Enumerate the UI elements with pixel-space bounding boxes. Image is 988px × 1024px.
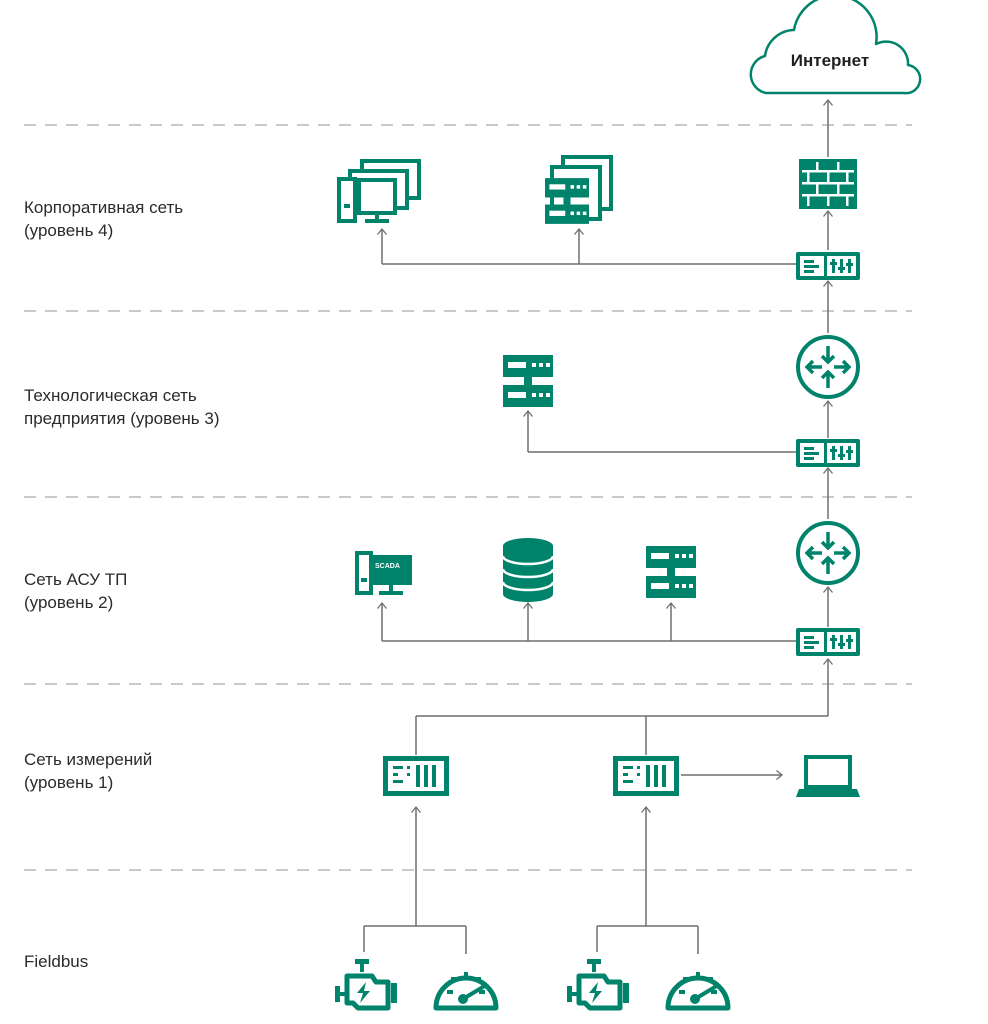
level-label-ics: Сеть АСУ ТП (уровень 2)	[24, 568, 127, 614]
scada-workstation-icon: SCADA	[355, 551, 412, 595]
level-label-line: (уровень 1)	[24, 773, 114, 792]
cloud-label: Интернет	[791, 51, 869, 70]
level-label-corporate: Корпоративная сеть (уровень 4)	[24, 196, 183, 242]
switch-icon-level4	[796, 252, 860, 280]
scada-label: SCADA	[375, 563, 400, 570]
server-icon-level3	[503, 355, 553, 407]
switch-icon-level2	[796, 628, 860, 656]
database-icon	[501, 538, 555, 602]
level-label-line: Корпоративная сеть	[24, 198, 184, 217]
level-label-measurement: Сеть измерений (уровень 1)	[24, 748, 152, 794]
plc-controller-icon	[383, 756, 449, 796]
firewall-icon	[799, 159, 857, 209]
workstations-icon	[337, 159, 421, 223]
router-icon-level3	[796, 335, 860, 399]
laptop-icon	[796, 755, 860, 797]
connections	[363, 98, 834, 954]
level-label-line: предприятия (уровень 3)	[24, 409, 220, 428]
level-separators	[24, 124, 912, 871]
level-label-fieldbus: Fieldbus	[24, 950, 88, 973]
level-label-line: Fieldbus	[24, 952, 89, 971]
engine-icon	[335, 959, 397, 1008]
level-label-line: (уровень 2)	[24, 593, 114, 612]
level-label-line: Сеть АСУ ТП	[24, 570, 128, 589]
gauge-icon	[668, 972, 728, 1008]
router-icon-level2	[796, 521, 860, 585]
level-label-line: Технологическая сеть	[24, 386, 197, 405]
engine-icon	[567, 959, 629, 1008]
plc-controller-icon	[613, 756, 679, 796]
internet-cloud: Интернет	[749, 0, 922, 95]
server-icon-level2	[646, 546, 696, 598]
switch-icon-level3	[796, 439, 860, 467]
level-label-enterprise: Технологическая сеть предприятия (уровен…	[24, 384, 220, 430]
cloud-icon	[749, 0, 922, 95]
gauge-icon	[436, 972, 496, 1008]
level-label-line: Сеть измерений	[24, 750, 153, 769]
server-cluster-icon	[545, 155, 613, 224]
level-label-line: (уровень 4)	[24, 221, 114, 240]
